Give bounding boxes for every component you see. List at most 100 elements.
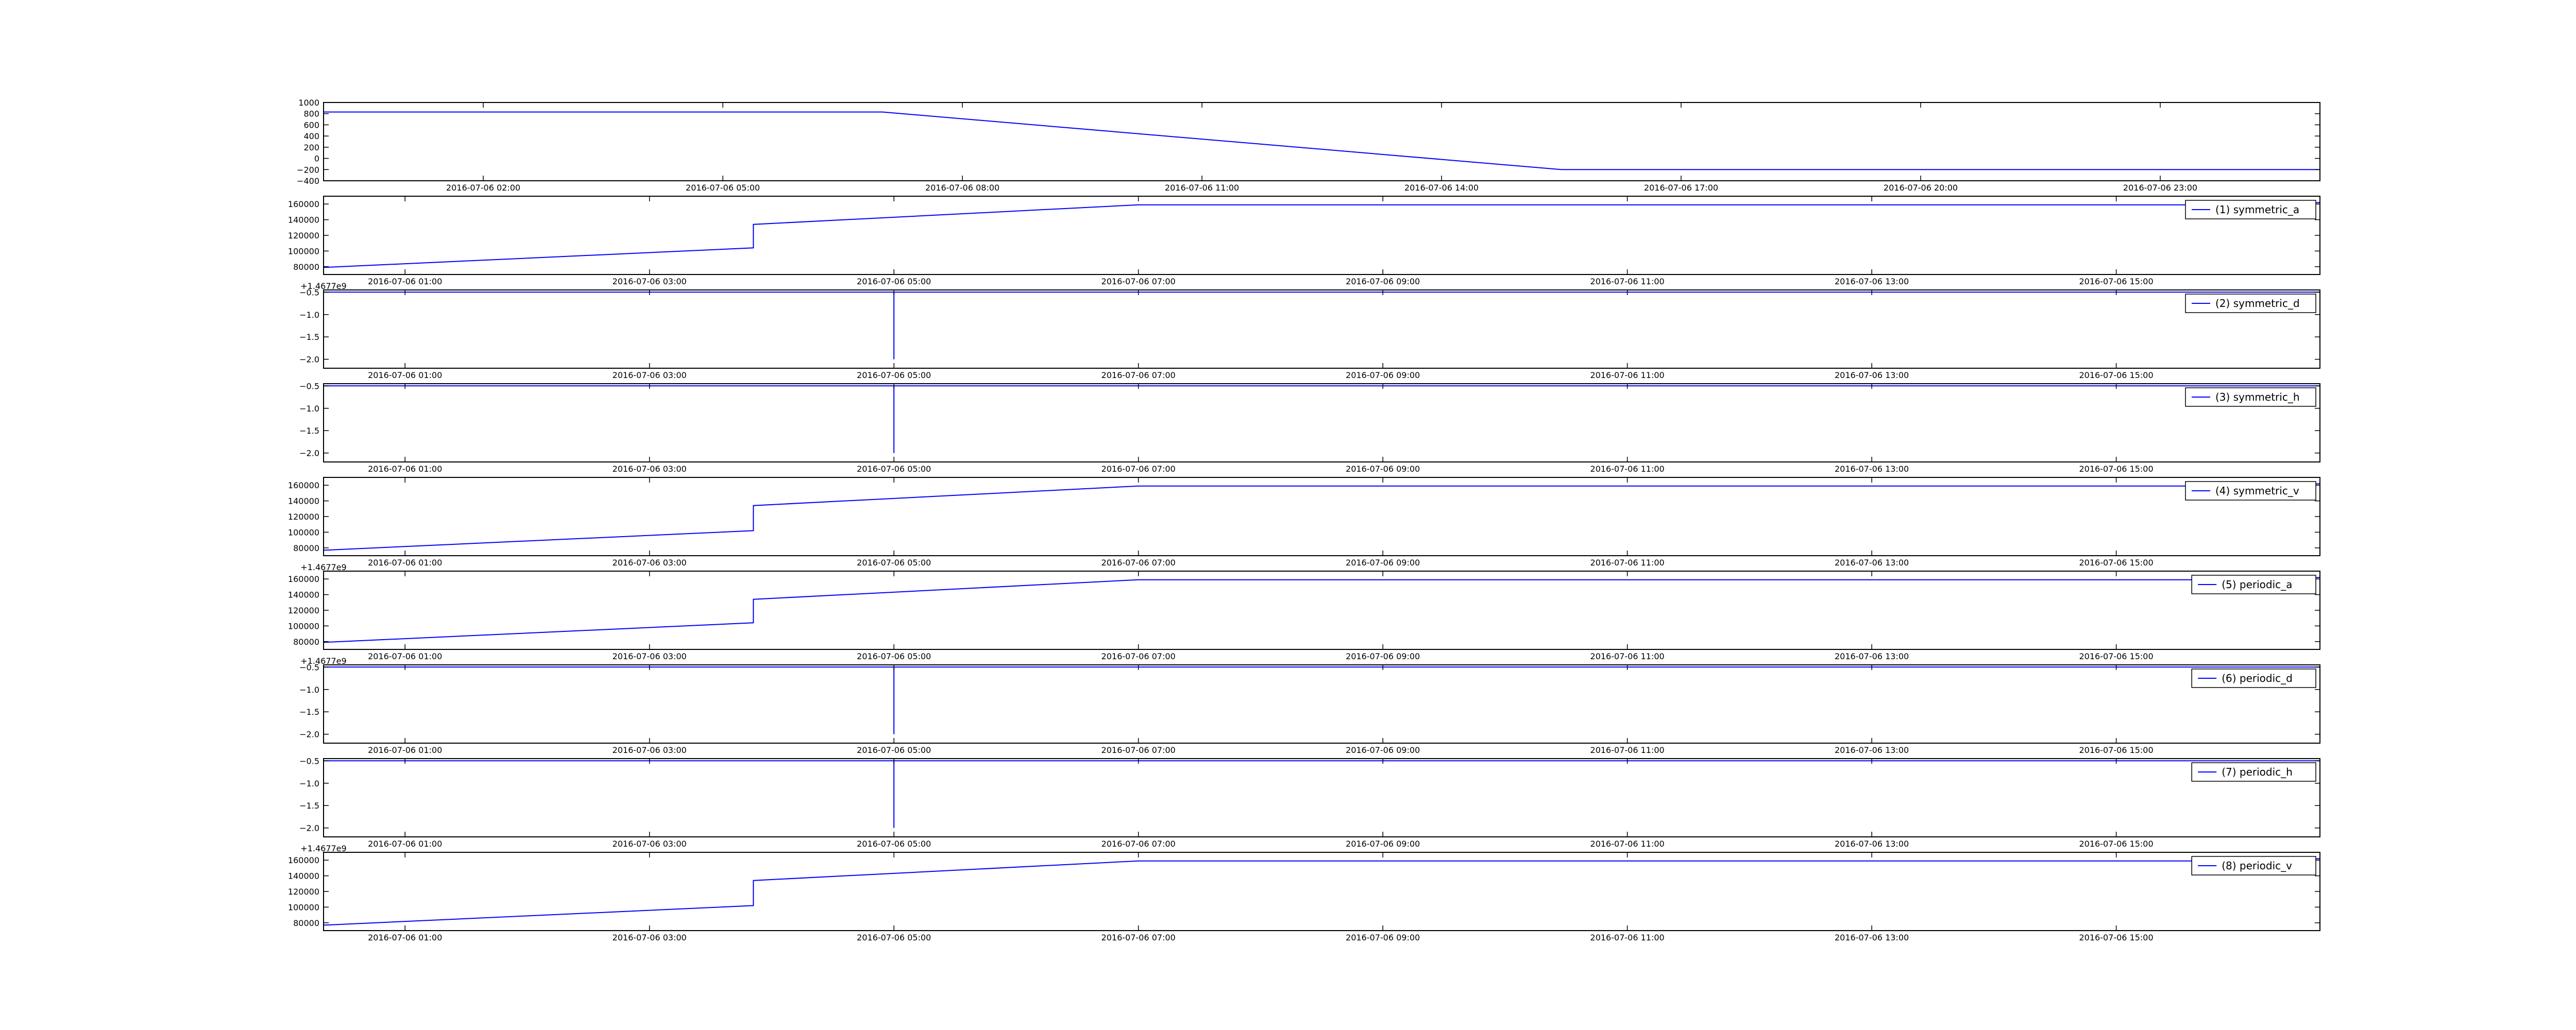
x-tick-label-1-2: 2016-07-06 05:00: [857, 277, 931, 286]
y-tick-label-0-4: 200: [303, 143, 319, 152]
y-tick-label-6-0: −0.5: [299, 662, 319, 672]
y-tick-label-5-3: 100000: [288, 621, 319, 631]
x-tick-label-4-2: 2016-07-06 05:00: [857, 558, 931, 568]
y-tick-label-3-0: −0.5: [299, 381, 319, 391]
y-tick-label-3-2: −1.5: [299, 426, 319, 436]
y-tick-label-0-5: 0: [314, 154, 319, 164]
legend-7: (7) periodic_h: [2191, 762, 2316, 782]
x-tick-label-2-6: 2016-07-06 13:00: [1835, 370, 1909, 380]
x-tick-label-8-7: 2016-07-06 15:00: [2079, 933, 2153, 942]
legend-label-3: (3) symmetric_h: [2215, 391, 2300, 403]
x-tick-label-8-0: 2016-07-06 01:00: [368, 933, 442, 942]
legend-label-8: (8) periodic_v: [2222, 860, 2292, 872]
legend-label-6: (6) periodic_d: [2222, 672, 2293, 684]
y-tick-label-6-3: −2.0: [299, 730, 319, 740]
y-tick-label-4-4: 80000: [293, 543, 319, 553]
x-tick-label-4-4: 2016-07-06 09:00: [1346, 558, 1420, 568]
y-tick-label-1-4: 80000: [293, 262, 319, 272]
y-tick-label-8-0: 160000: [288, 855, 319, 865]
y-tick-label-0-6: −200: [297, 165, 319, 175]
x-tick-label-1-1: 2016-07-06 03:00: [613, 277, 687, 286]
x-tick-label-5-4: 2016-07-06 09:00: [1346, 651, 1420, 661]
series-line-2-0: [324, 291, 2320, 359]
x-tick-label-0-5: 2016-07-06 17:00: [1644, 183, 1718, 193]
subplot-5: 160000140000120000100000800002016-07-06 …: [288, 571, 2320, 666]
x-tick-label-4-3: 2016-07-06 07:00: [1101, 558, 1176, 568]
x-tick-label-8-1: 2016-07-06 03:00: [613, 933, 687, 942]
legend-label-2: (2) symmetric_d: [2215, 297, 2300, 310]
legend-label-1: (1) symmetric_a: [2215, 203, 2299, 216]
series-line-3-0: [324, 385, 2320, 453]
subplot-4: 160000140000120000100000800002016-07-06 …: [288, 477, 2320, 572]
x-tick-label-7-4: 2016-07-06 09:00: [1346, 839, 1420, 849]
x-tick-label-2-4: 2016-07-06 09:00: [1346, 370, 1420, 380]
y-tick-label-2-1: −1.0: [299, 310, 319, 320]
x-tick-label-5-2: 2016-07-06 05:00: [857, 651, 931, 661]
x-tick-label-1-6: 2016-07-06 13:00: [1835, 277, 1909, 286]
y-tick-label-0-7: −400: [297, 176, 319, 186]
x-tick-label-3-4: 2016-07-06 09:00: [1346, 464, 1420, 474]
y-tick-label-6-1: −1.0: [299, 685, 319, 695]
x-tick-label-1-7: 2016-07-06 15:00: [2079, 277, 2153, 286]
x-tick-label-7-7: 2016-07-06 15:00: [2079, 839, 2153, 849]
x-tick-label-1-4: 2016-07-06 09:00: [1346, 277, 1420, 286]
x-tick-label-0-1: 2016-07-06 05:00: [686, 183, 760, 193]
y-tick-label-2-2: −1.5: [299, 332, 319, 342]
x-tick-label-6-2: 2016-07-06 05:00: [857, 745, 931, 755]
x-tick-label-7-2: 2016-07-06 05:00: [857, 839, 931, 849]
series-line-6-0: [324, 666, 2320, 734]
x-tick-label-0-7: 2016-07-06 23:00: [2123, 183, 2197, 193]
x-tick-label-6-6: 2016-07-06 13:00: [1835, 745, 1909, 755]
x-tick-label-2-2: 2016-07-06 05:00: [857, 370, 931, 380]
x-tick-label-0-2: 2016-07-06 08:00: [925, 183, 999, 193]
y-tick-label-0-1: 800: [303, 109, 319, 119]
series-line-7-0: [324, 760, 2320, 828]
y-tick-label-4-2: 120000: [288, 512, 319, 522]
legend-2: (2) symmetric_d: [2185, 294, 2316, 313]
legend-4: (4) symmetric_v: [2185, 481, 2316, 501]
legend-6: (6) periodic_d: [2191, 668, 2316, 688]
axes-frame-0: [323, 102, 2320, 181]
legend-1: (1) symmetric_a: [2185, 200, 2316, 219]
x-tick-label-2-3: 2016-07-06 07:00: [1101, 370, 1176, 380]
y-tick-label-1-0: 160000: [288, 199, 319, 209]
x-tick-label-0-6: 2016-07-06 20:00: [1884, 183, 1958, 193]
legend-label-4: (4) symmetric_v: [2215, 485, 2299, 497]
x-tick-label-6-1: 2016-07-06 03:00: [613, 745, 687, 755]
subplot-8: 160000140000120000100000800002016-07-06 …: [288, 852, 2320, 942]
x-tick-label-6-5: 2016-07-06 11:00: [1590, 745, 1665, 755]
axes-frame-2: [323, 289, 2320, 369]
y-tick-label-0-2: 600: [303, 120, 319, 130]
x-tick-label-1-0: 2016-07-06 01:00: [368, 277, 442, 286]
x-tick-label-7-3: 2016-07-06 07:00: [1101, 839, 1176, 849]
x-tick-label-4-0: 2016-07-06 01:00: [368, 558, 442, 568]
y-tick-label-7-2: −1.5: [299, 801, 319, 811]
x-tick-label-7-0: 2016-07-06 01:00: [368, 839, 442, 849]
axes-frame-7: [323, 758, 2320, 837]
series-line-0-0: [324, 111, 2320, 170]
legend-8: (8) periodic_v: [2191, 856, 2316, 876]
y-tick-label-5-1: 140000: [288, 590, 319, 600]
x-tick-label-5-5: 2016-07-06 11:00: [1590, 651, 1665, 661]
x-tick-label-4-7: 2016-07-06 15:00: [2079, 558, 2153, 568]
x-tick-label-3-6: 2016-07-06 13:00: [1835, 464, 1909, 474]
x-tick-label-8-6: 2016-07-06 13:00: [1835, 933, 1909, 942]
y-tick-label-8-4: 80000: [293, 918, 319, 928]
legend-5: (5) periodic_a: [2191, 575, 2316, 594]
x-tick-label-5-3: 2016-07-06 07:00: [1101, 651, 1176, 661]
x-tick-label-5-1: 2016-07-06 03:00: [613, 651, 687, 661]
legend-frame-2: [2185, 294, 2316, 313]
legend-label-5: (5) periodic_a: [2222, 578, 2292, 591]
x-tick-label-2-1: 2016-07-06 03:00: [613, 370, 687, 380]
y-tick-label-1-3: 100000: [288, 246, 319, 256]
x-tick-label-2-0: 2016-07-06 01:00: [368, 370, 442, 380]
y-tick-label-4-0: 160000: [288, 480, 319, 490]
x-tick-label-8-5: 2016-07-06 11:00: [1590, 933, 1665, 942]
y-tick-label-0-3: 400: [303, 131, 319, 141]
